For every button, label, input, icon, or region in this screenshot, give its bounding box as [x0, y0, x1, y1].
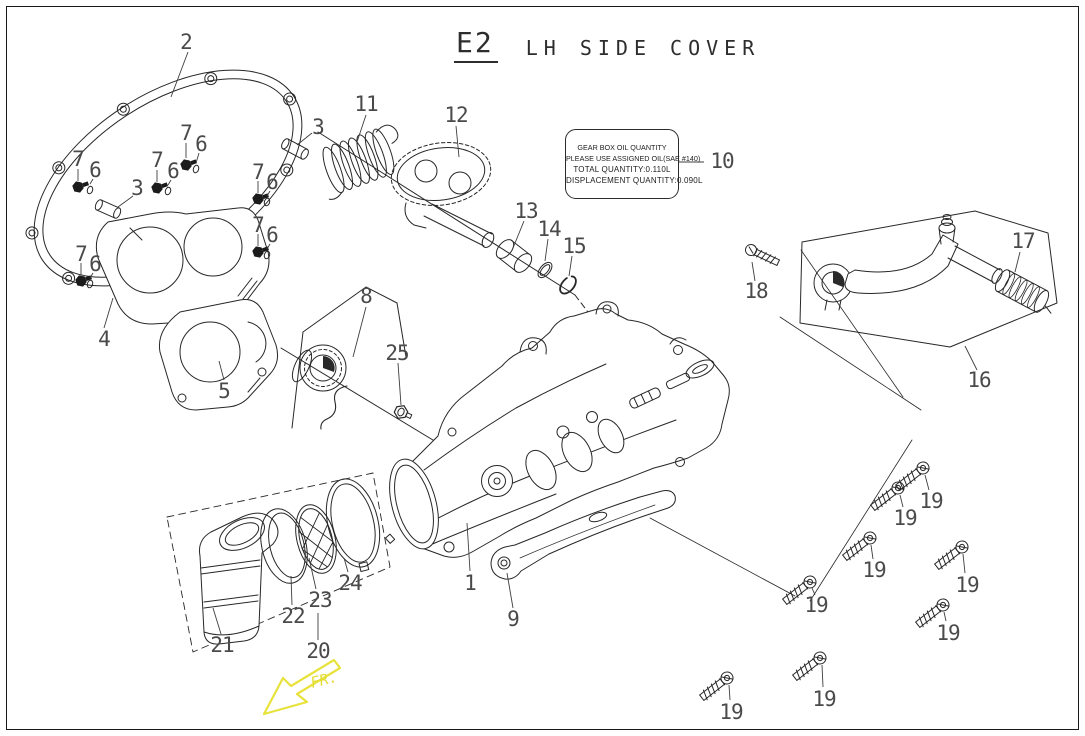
baffle-plate-5: [159, 300, 277, 411]
note-line: GEAR BOX OIL QUANTITY: [577, 143, 667, 152]
bracket-9: [491, 491, 675, 580]
border-frame: [6, 6, 1079, 730]
nut-25: [393, 403, 414, 423]
kick-spring-11: [312, 122, 411, 200]
air-cleaner-group-20: [167, 471, 400, 652]
fr-arrow: FR.: [264, 660, 340, 714]
filter-screen-23: [288, 500, 344, 578]
note-line: DISPLACEMENT QUANTITY:0.090L: [566, 176, 703, 185]
title-block: E2 LH SIDE COVER: [454, 26, 760, 63]
filter-ring-24: [318, 471, 400, 577]
kick-gear-12: [387, 136, 496, 249]
note-line: PLEASE USE ASSIGNED OIL(SAE #140): [566, 154, 701, 163]
kick-lever-group-16: [650, 211, 1059, 601]
dowel-pin-3b: [94, 199, 122, 220]
leader-lines: [78, 52, 1020, 700]
side-cover-1: [381, 302, 729, 558]
screws-19: [697, 459, 971, 703]
baffle-plate-4: [96, 208, 269, 324]
note-box-lines: GEAR BOX OIL QUANTITY PLEASE USE ASSIGNED…: [566, 142, 703, 186]
kick-pedal-17: [993, 268, 1060, 319]
circlip-15: [557, 273, 579, 296]
page-code: E2: [454, 26, 498, 63]
dowel-pin-3a: [280, 138, 310, 161]
filter-foam-22: [253, 504, 314, 588]
page-title: LH SIDE COVER: [525, 36, 761, 60]
note-line: TOTAL QUANTITY:0.110L: [573, 165, 671, 174]
oring-14: [535, 260, 554, 280]
ratchet-group-8: [288, 287, 406, 429]
bolt-18: [744, 243, 781, 268]
intake-duct-21: [199, 511, 278, 644]
gearbox-oil-note: GEAR BOX OIL QUANTITY PLEASE USE ASSIGNED…: [565, 129, 703, 199]
